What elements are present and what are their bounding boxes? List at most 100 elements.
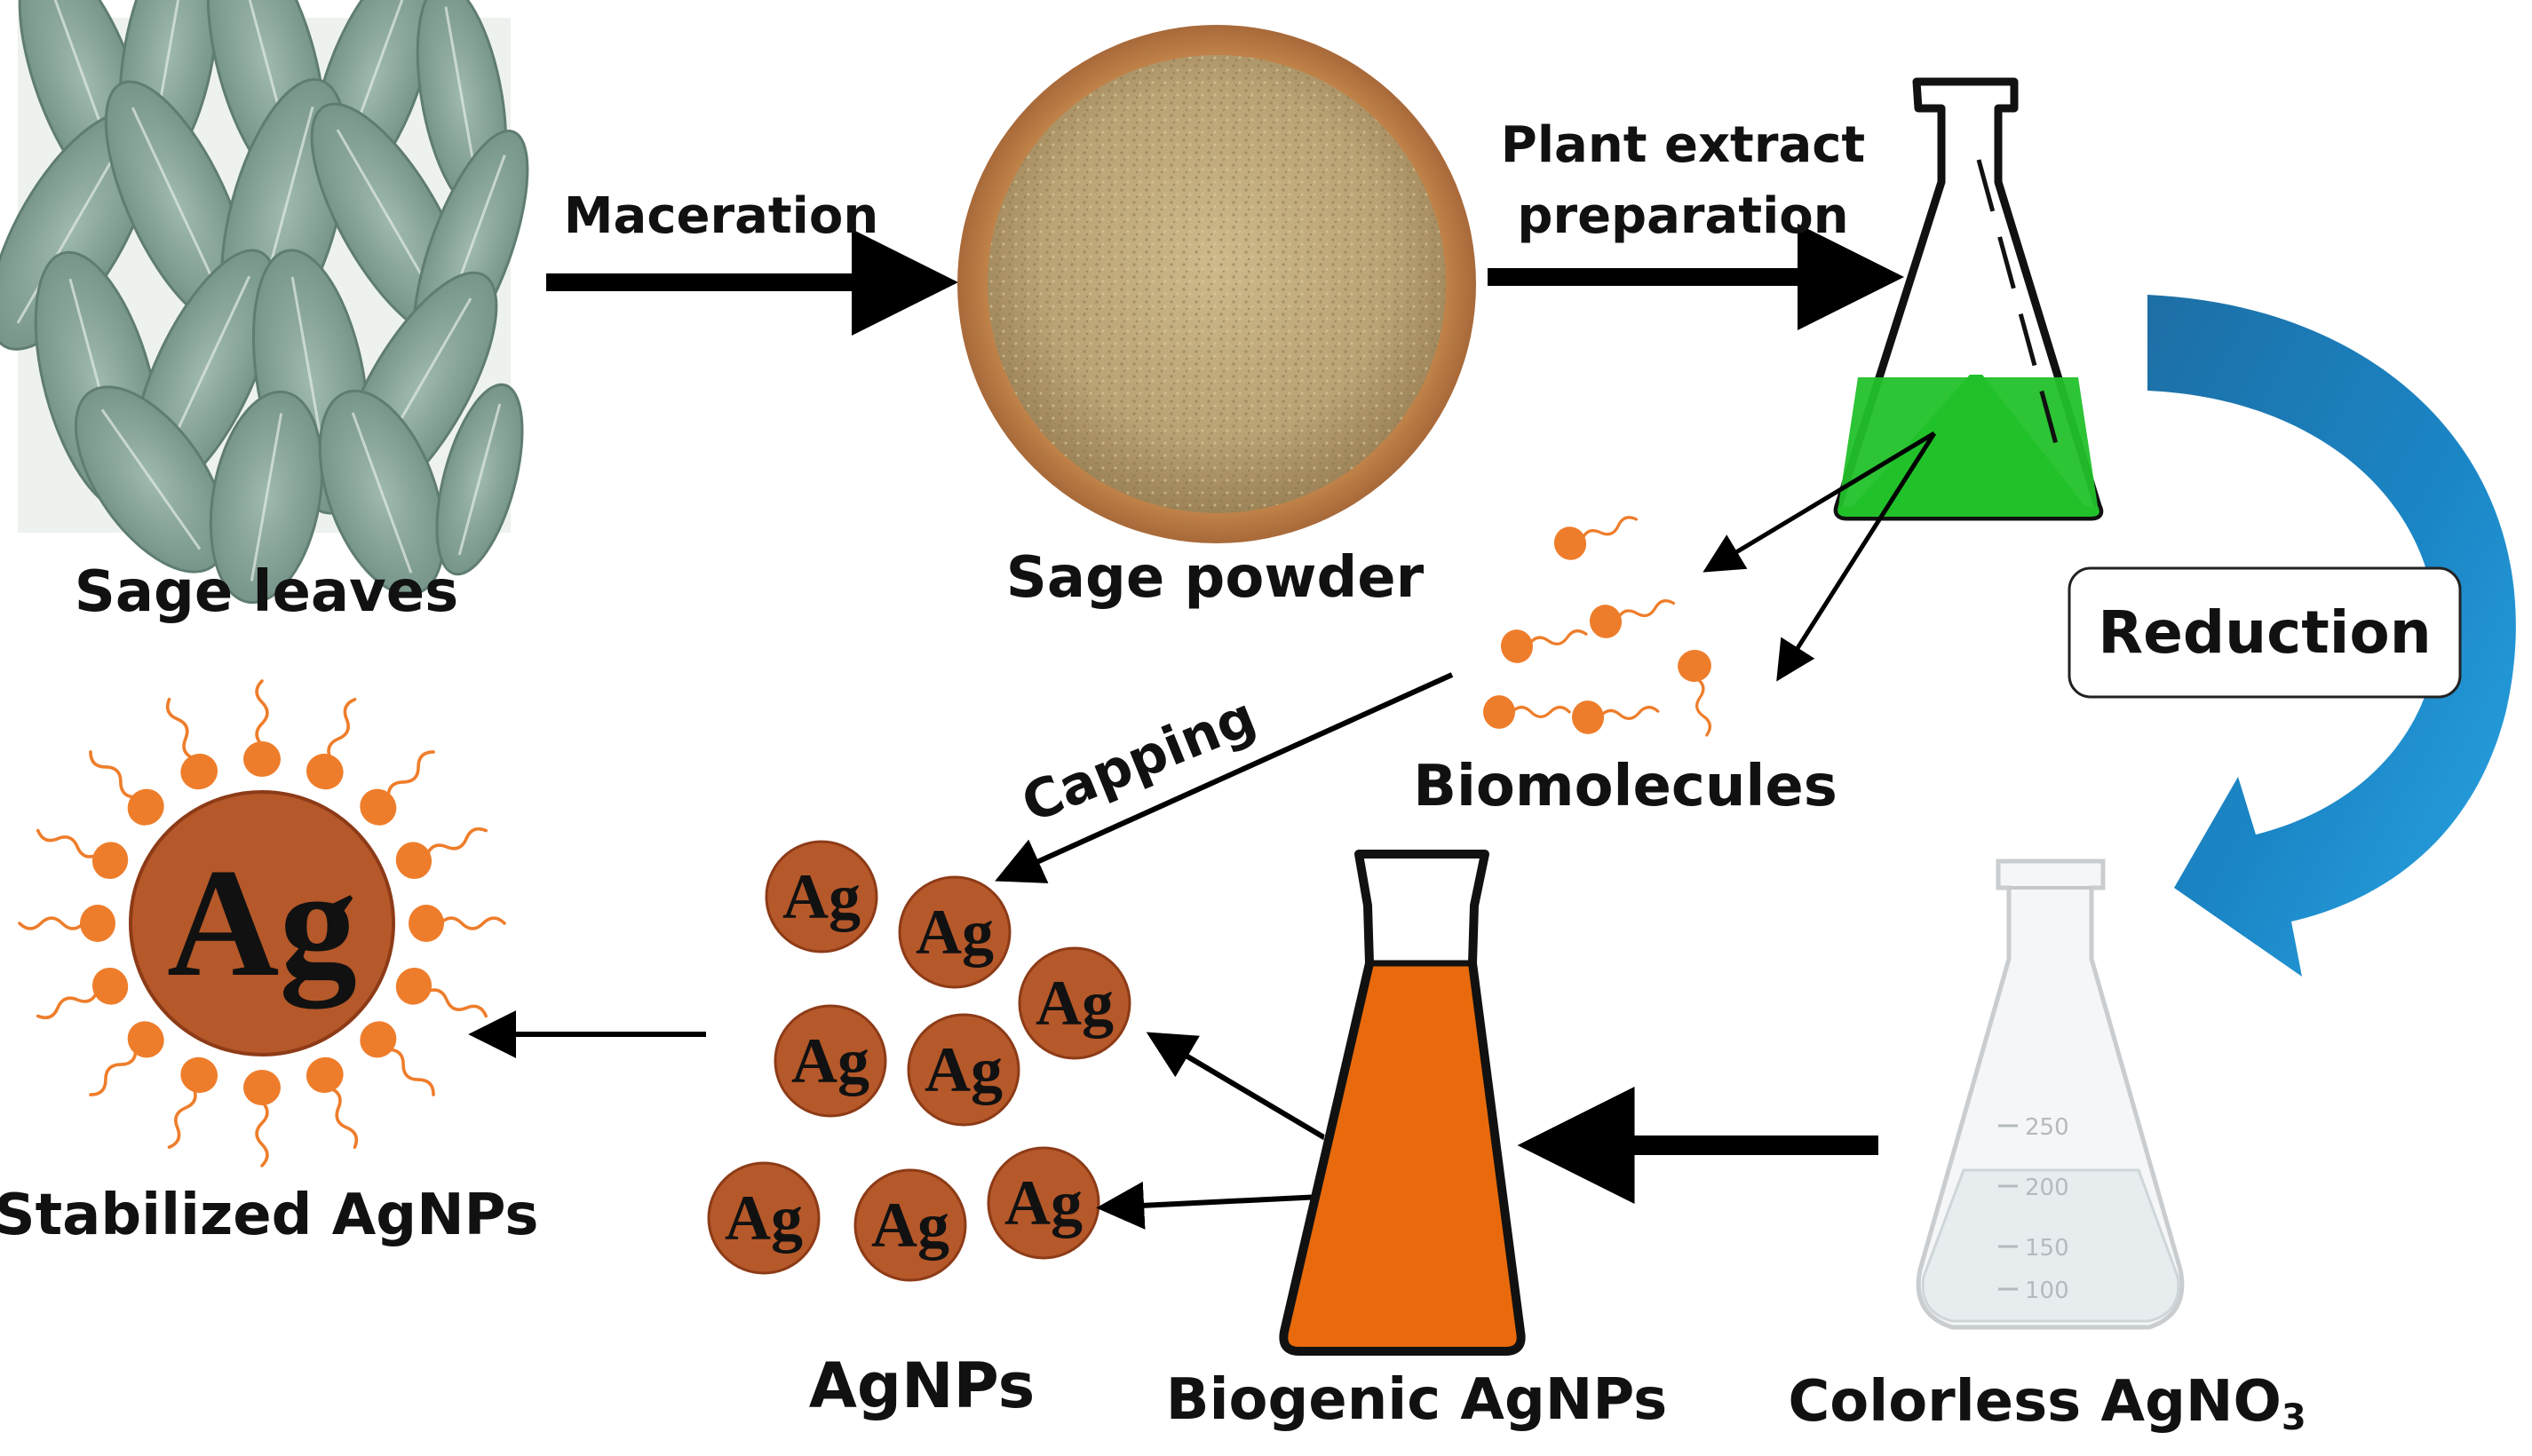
- biomolecule-head: [91, 967, 129, 1005]
- biomolecule: [243, 1070, 281, 1167]
- biomolecule-head: [180, 1056, 218, 1094]
- biomolecule-tail: [1695, 677, 1711, 737]
- biomolecule-tail: [327, 697, 357, 761]
- ag-nanoparticle: Ag: [774, 1004, 887, 1118]
- ag-particle-label: Ag: [925, 1034, 1003, 1105]
- biomolecule-tail: [1580, 516, 1639, 541]
- biomolecule: [1589, 599, 1676, 638]
- biomolecule-tail: [1599, 706, 1660, 720]
- biomolecule-head: [1553, 526, 1587, 560]
- biomolecule-head: [80, 905, 115, 942]
- biomolecule: [243, 679, 281, 777]
- biomolecule-tail: [1528, 629, 1588, 646]
- plant-extract-label-line2: preparation: [1517, 187, 1848, 245]
- biomolecule: [165, 697, 218, 790]
- biomolecule-tail: [89, 1048, 138, 1096]
- flask-to-biomolecules-arrow-2: [1776, 431, 1937, 682]
- ag-particle-body: [898, 875, 1012, 989]
- biomolecule: [395, 967, 488, 1018]
- biomolecule-head: [1500, 629, 1534, 663]
- ag-nanoparticle: Ag: [1018, 946, 1131, 1060]
- stabilized-ag-core: [129, 790, 395, 1056]
- biomolecule-tail: [425, 827, 488, 857]
- biomolecule-head: [180, 753, 218, 790]
- biomolecule-tail: [36, 828, 99, 859]
- ag-particle-label: Ag: [782, 861, 861, 932]
- reduction-arrow: [2147, 295, 2516, 977]
- biomolecule-tail: [425, 988, 488, 1018]
- biomolecule: [18, 905, 115, 942]
- beaker-mark-label: 100: [2025, 1278, 2069, 1304]
- stabilized-ag-label: Ag: [167, 836, 357, 1009]
- stabilized-agnps-label: Stabilized AgNPs: [0, 1183, 539, 1248]
- sage-leaves-label: Sage leaves: [75, 559, 459, 625]
- biomolecule: [360, 750, 435, 826]
- ag-nanoparticle: Ag: [707, 1161, 821, 1275]
- agnps-label: AgNPs: [809, 1349, 1036, 1422]
- biomolecule-tail: [386, 1048, 435, 1096]
- ag-particle-body: [1018, 946, 1131, 1060]
- sage-leaf-vein: [250, 413, 283, 582]
- biomolecule: [360, 1021, 435, 1096]
- biomolecules-cluster: [1483, 516, 1711, 737]
- ag-particle-body: [765, 840, 878, 954]
- sage-leaves-image: [0, 0, 529, 605]
- sage-powder-label: Sage powder: [1006, 545, 1425, 611]
- ag-nanoparticle: Ag: [987, 1146, 1100, 1260]
- biogenic-agnps-flask: [1279, 850, 1526, 1356]
- biomolecule-head: [1678, 649, 1711, 683]
- biomolecule-head: [1571, 700, 1605, 734]
- colorless-agno3-label: Colorless AgNO3: [1788, 1369, 2306, 1438]
- sage-leaf-vein: [131, 107, 225, 302]
- plant-extract-label-line1: Plant extract: [1501, 116, 1865, 174]
- sage-powder-bowl: [957, 25, 1476, 543]
- biogenic-agnps-label: Biogenic AgNPs: [1166, 1367, 1667, 1433]
- biomolecule: [409, 905, 506, 942]
- biomolecule: [395, 827, 488, 880]
- biomolecule: [1678, 649, 1711, 737]
- ag-particle-label: Ag: [725, 1183, 803, 1254]
- reduction-box: Reduction: [2068, 566, 2462, 699]
- biomolecule: [306, 697, 357, 790]
- stabilized-agnp: Ag: [18, 679, 506, 1167]
- biomolecule-tail: [386, 750, 435, 799]
- plant-extract-flask: [1833, 77, 2104, 521]
- beaker-mark-label: 200: [2025, 1175, 2069, 1201]
- ag-nanoparticle: Ag: [853, 1168, 967, 1282]
- biomolecule: [1500, 629, 1588, 663]
- biomolecule-tail: [439, 916, 506, 930]
- biomolecule: [36, 967, 129, 1020]
- biomolecule-head: [127, 1021, 164, 1058]
- biomolecule-head: [360, 788, 397, 826]
- biomolecule-head: [306, 1056, 344, 1094]
- ag-nanoparticle: Ag: [898, 875, 1012, 989]
- biomolecule-head: [409, 905, 444, 942]
- biomolecule-tail: [165, 697, 195, 761]
- biomolecule-tail: [255, 679, 269, 747]
- ag-particle-body: [853, 1168, 967, 1282]
- sage-leaf-vein: [457, 403, 502, 556]
- sage-leaf-vein: [351, 412, 413, 574]
- biomolecule: [1553, 516, 1639, 560]
- biomolecule-head: [127, 788, 164, 826]
- biomolecule: [36, 828, 129, 880]
- sage-leaf-vein: [100, 408, 202, 550]
- biomolecule: [89, 750, 164, 826]
- ag-particle-label: Ag: [1036, 968, 1114, 1039]
- biomolecule-head: [243, 1070, 281, 1105]
- ag-particle-label: Ag: [916, 897, 994, 968]
- biomolecule: [167, 1056, 218, 1150]
- biomolecule-tail: [89, 750, 138, 799]
- biomolecule: [306, 1056, 359, 1150]
- biomolecule-tail: [18, 916, 85, 930]
- ag-particle-body: [907, 1013, 1020, 1127]
- biomolecule-head: [1589, 605, 1623, 638]
- capping-label: Capping: [1013, 685, 1265, 835]
- biomolecule-tail: [1616, 599, 1676, 620]
- reduction-label: Reduction: [2098, 598, 2431, 667]
- flask-to-biomolecules-arrow-1: [1703, 431, 1936, 573]
- biomolecule-head: [395, 967, 433, 1005]
